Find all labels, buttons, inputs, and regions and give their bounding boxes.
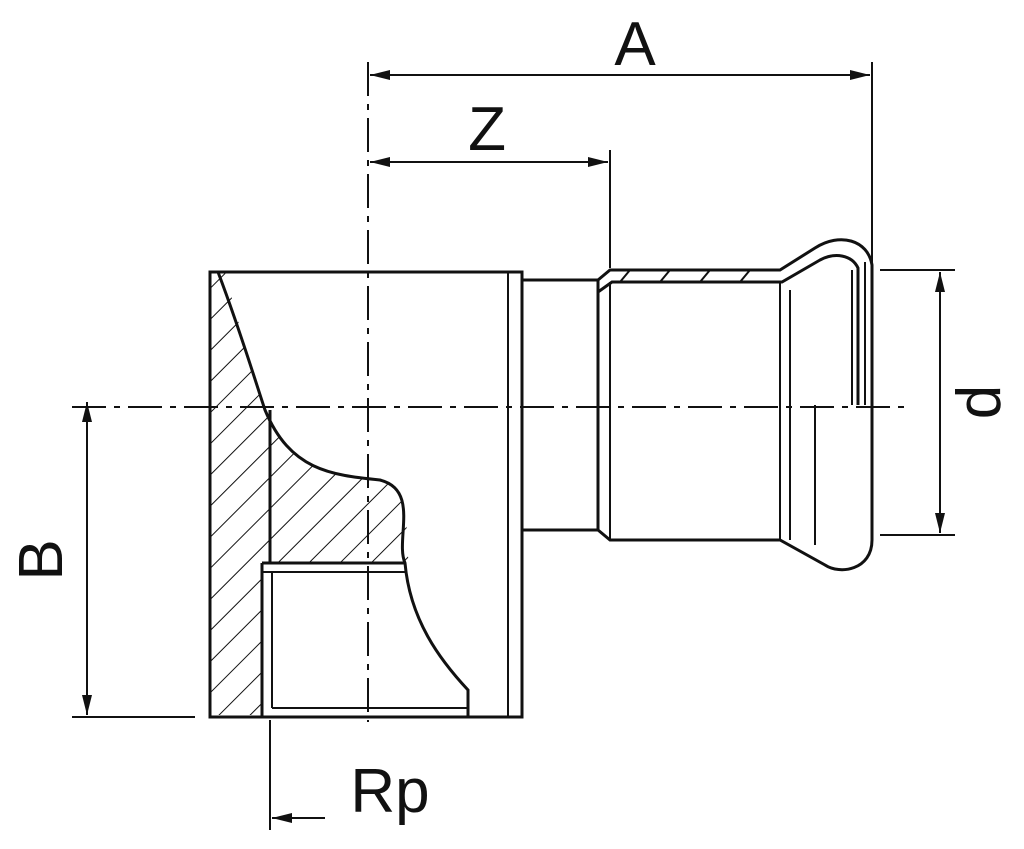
dimension-label-d: d [945, 385, 1014, 419]
fitting-body [208, 270, 524, 719]
dimension-Rp: Rp [269, 720, 430, 830]
dimension-B: B [7, 402, 195, 718]
dimension-label-B: B [7, 539, 76, 580]
dimension-d: d [880, 269, 1014, 536]
dimension-label-Rp: Rp [350, 757, 429, 826]
dimension-label-A: A [614, 10, 656, 79]
dimension-label-Z: Z [468, 95, 506, 164]
press-end [522, 238, 874, 572]
dimension-Z: Z [370, 95, 611, 268]
dimension-A: A [370, 10, 873, 262]
